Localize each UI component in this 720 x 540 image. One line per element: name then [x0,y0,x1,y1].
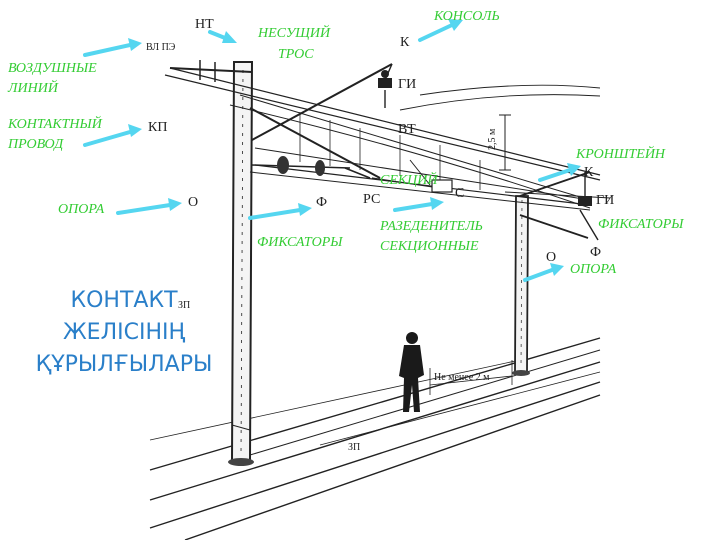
label-razedinitel-2: СЕКЦИОННЫЕ [380,239,479,254]
height-dimension: 2,5 м [487,114,511,171]
code-o-right: О [546,250,556,265]
code-f-right: Ф [590,245,601,260]
code-zp-bottom: ЗП [348,442,360,453]
height-label: 2,5 м [487,128,498,150]
label-fiksatory-right: ФИКСАТОРЫ [598,217,684,232]
label-fiksatory-center: ФИКСАТОРЫ [257,235,343,250]
label-nesushchiy-1: НЕСУЩИЙ [257,24,331,41]
label-kontakt-provod-2: ПРОВОД [7,137,64,152]
code-k-right: К [584,165,594,180]
label-razedinitel-1: РАЗЕДЕНИТЕЛЬ [379,219,483,234]
label-kontakt-provod-1: КОНТАКТНЫЙ [7,115,103,132]
label-nesushchiy-2: ТРОС [278,47,314,62]
diagram-title: КОНТАКТ ЖЕЛІСІНІҢ ҚҰРЫЛҒЫЛАРЫ [36,288,213,377]
label-sekciy: СЕКЦИЙ [380,171,438,188]
code-f-left: Ф [316,195,327,210]
droppers [299,112,481,190]
label-opora-left: ОПОРА [58,202,105,217]
code-vt: ВТ [398,122,416,137]
component-labels: ВОЗДУШНЫЕ ЛИНИЙ КОНТАКТНЫЙ ПРОВОД ОПОРА … [7,9,684,277]
label-opora-right: ОПОРА [570,262,617,277]
title-line-3: ҚҰРЫЛҒЫЛАРЫ [36,352,213,377]
title-line-1: КОНТАКТ [70,288,178,313]
code-labels: НТ ВЛ ПЭ К ГИ ВТ КП О Ф РС С К ГИ О Ф ЗП… [146,17,614,453]
clearance-label: Не менее 2 м [434,372,490,383]
code-gi-right: ГИ [596,193,614,208]
overhead-wires [164,67,601,211]
title-line-2: ЖЕЛІСІНІҢ [63,320,186,345]
label-vozdushnye-1: ВОЗДУШНЫЕ [8,61,97,76]
label-vozdushnye-2: ЛИНИЙ [7,79,59,96]
code-s: С [455,186,464,201]
label-konsol: КОНСОЛЬ [433,9,500,24]
railway-tracks [149,337,601,540]
code-gi-left: ГИ [398,77,416,92]
code-o-left: О [188,195,198,210]
code-rs: РС [363,192,380,207]
label-kronshteyn: КРОНШТЕЙН [575,145,666,162]
pointer-arrows [83,19,581,282]
code-kp: КП [148,120,167,135]
left-pole [228,61,254,466]
code-k-left: К [400,35,410,50]
person-figure [399,332,424,412]
left-cantilever [169,60,393,179]
code-nt: НТ [195,17,214,32]
section-insulator [371,159,453,193]
code-zp-left: ЗП [178,300,190,311]
right-cantilever [504,171,611,241]
code-vl-pe: ВЛ ПЭ [146,42,176,53]
right-pole [512,195,530,376]
clearance-dimension: Не менее 2 м [429,360,513,395]
